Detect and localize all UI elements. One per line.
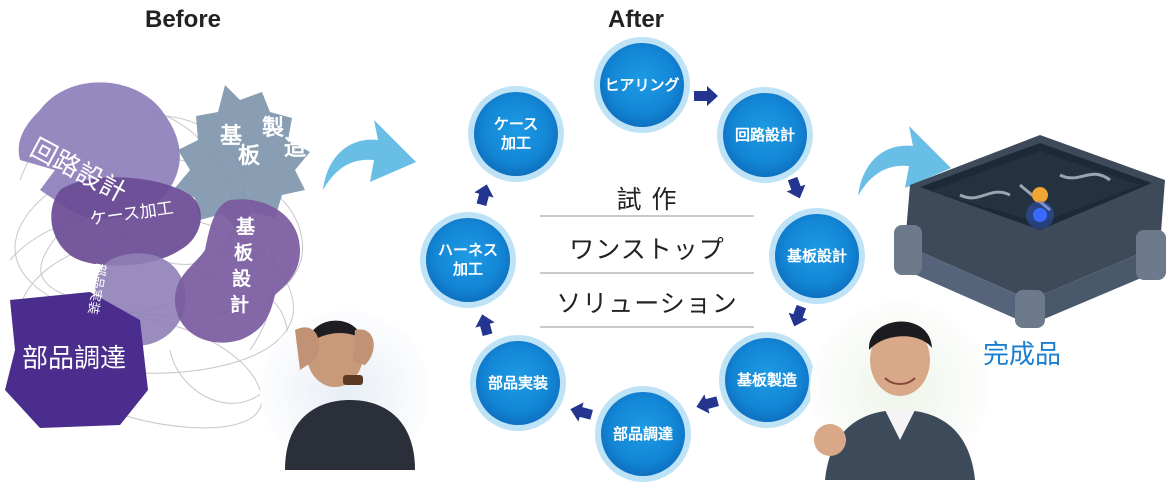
transition-arrow-left — [323, 120, 416, 190]
parts-procurement-blob-label: 部品調達 — [22, 344, 127, 374]
step-circle-parts-mounting — [470, 335, 566, 431]
center-text-line-1: 試 作 — [616, 185, 678, 214]
step-label-case-processing: ケース 加工 — [493, 115, 539, 152]
arrow-hearing-to-circuit — [694, 86, 718, 106]
before-heading: Before — [145, 6, 222, 33]
center-text-line-2: ワンストップ — [569, 235, 725, 264]
center-divider-2 — [540, 272, 754, 274]
board-design-blob — [175, 199, 300, 343]
after-heading: After — [608, 6, 665, 33]
arrow-procurement-to-mounting — [570, 402, 593, 422]
board-design-blob-label-2: 板 — [234, 242, 254, 264]
arrow-harness-to-case — [474, 184, 494, 206]
step-label-parts-mounting: 部品実装 — [487, 373, 548, 392]
center-text-line-3: ソリューション — [556, 289, 738, 318]
arrow-manufacturing-to-procurement — [696, 394, 719, 414]
step-circle-board-manufacturing — [719, 332, 815, 428]
finished-product-image — [894, 135, 1166, 328]
step-label-board-design: 基板設計 — [786, 246, 847, 265]
board-manufacturing-blob — [175, 85, 310, 230]
step-circle-board-design — [769, 208, 865, 304]
step-label-board-manufacturing: 基板製造 — [736, 370, 797, 389]
board-manufacturing-blob-label-2: 板 — [238, 144, 261, 169]
step-label-parts-procurement: 部品調達 — [612, 424, 673, 443]
arrow-circuit-to-board-design — [786, 176, 806, 199]
arrow-board-design-to-manufacturing — [788, 304, 808, 327]
stressed-person-photo — [260, 310, 430, 470]
before-blob-cluster — [5, 82, 310, 429]
board-design-blob-label-1: 基 — [236, 216, 256, 238]
parts-procurement-blob — [5, 292, 148, 428]
step-circle-parts-procurement — [595, 386, 691, 482]
step-circle-harness-processing — [420, 212, 516, 308]
finished-product-label: 完成品 — [983, 340, 1062, 370]
center-divider-3 — [540, 326, 754, 328]
step-circle-hearing — [594, 37, 690, 133]
board-manufacturing-blob-label-4: 造 — [284, 136, 307, 161]
board-manufacturing-blob-label-3: 製 — [262, 116, 285, 141]
arrow-mounting-to-harness — [475, 314, 495, 336]
step-label-harness-processing: ハーネス 加工 — [437, 241, 498, 278]
step-circle-circuit-design — [717, 87, 813, 183]
case-processing-blob — [51, 177, 201, 266]
step-label-circuit-design: 回路設計 — [734, 125, 795, 144]
board-design-blob-label-4: 計 — [230, 294, 250, 316]
board-manufacturing-blob-label-1: 基 — [220, 124, 243, 149]
step-label-hearing: ヒアリング — [604, 75, 680, 94]
center-divider-1 — [540, 215, 754, 217]
happy-person-photo — [810, 300, 990, 480]
transition-arrow-right — [858, 126, 951, 196]
step-circle-case-processing — [468, 86, 564, 182]
board-design-blob-label-3: 設 — [232, 268, 252, 290]
